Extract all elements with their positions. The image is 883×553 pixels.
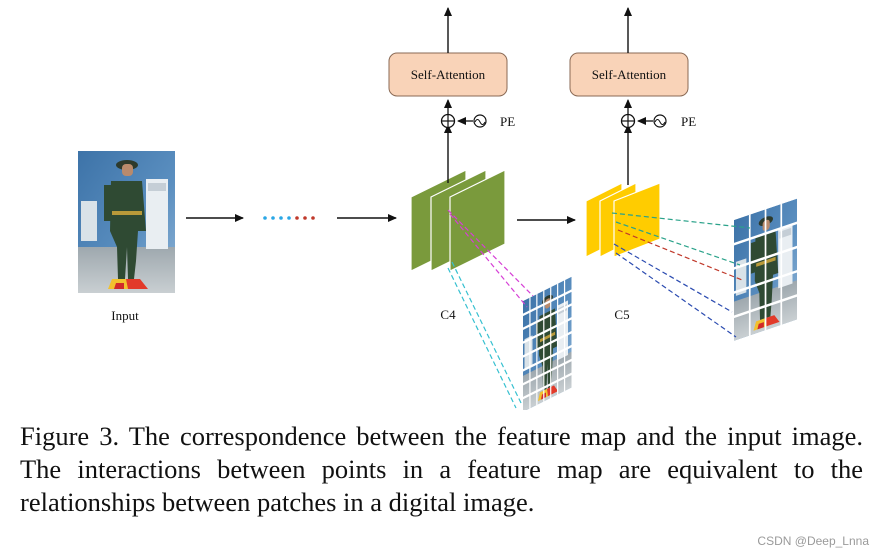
c5-add-pe-node (620, 113, 636, 129)
c4-correspondence-lines (447, 209, 534, 409)
c5-pe-symbol (653, 114, 667, 128)
ellipsis-dots (263, 216, 315, 220)
ellipsis-dot (263, 216, 267, 220)
c5-self-attention-box (569, 52, 689, 97)
patch-grid-line (734, 221, 798, 246)
patch-grid-line (734, 269, 798, 294)
patch-grid-line (734, 245, 798, 270)
c5-self-attention-label: Self-Attention (592, 67, 667, 82)
patch-grid-line (523, 289, 572, 317)
patch-grid-line (523, 358, 572, 386)
c5-feature-map (585, 182, 661, 258)
patch-grid-line (523, 372, 572, 400)
ellipsis-dot (295, 216, 299, 220)
figure-caption: Figure 3. The correspondence between the… (20, 421, 863, 517)
input-image (78, 151, 175, 293)
patch-grid-line (523, 331, 572, 358)
c4-pe-symbol (473, 114, 487, 128)
patch-grid-line (734, 294, 798, 319)
c4-pe-label: PE (500, 114, 515, 129)
patch-grid-line (523, 317, 572, 344)
patch-grid-line (523, 344, 572, 372)
c4-patch-image (523, 276, 572, 410)
ellipsis-dot (279, 216, 283, 220)
watermark: CSDN @Deep_Lnna (757, 534, 869, 548)
c5-patch-image (734, 198, 798, 341)
ellipsis-dot (287, 216, 291, 220)
ellipsis-dot (303, 216, 307, 220)
c4-label: C4 (440, 307, 456, 322)
c5-label: C5 (614, 307, 629, 322)
architecture-diagram: Input C4 C5 PE Self-Attention (78, 7, 798, 410)
c4-add-pe-node (440, 113, 456, 129)
c5-pe-label: PE (681, 114, 696, 129)
c4-feature-map (410, 169, 506, 272)
ellipsis-dot (311, 216, 315, 220)
c5-correspondence-lines (611, 212, 751, 338)
patch-grid-line (523, 303, 572, 330)
input-label: Input (111, 308, 139, 323)
c4-self-attention-label: Self-Attention (411, 67, 486, 82)
ellipsis-dot (271, 216, 275, 220)
